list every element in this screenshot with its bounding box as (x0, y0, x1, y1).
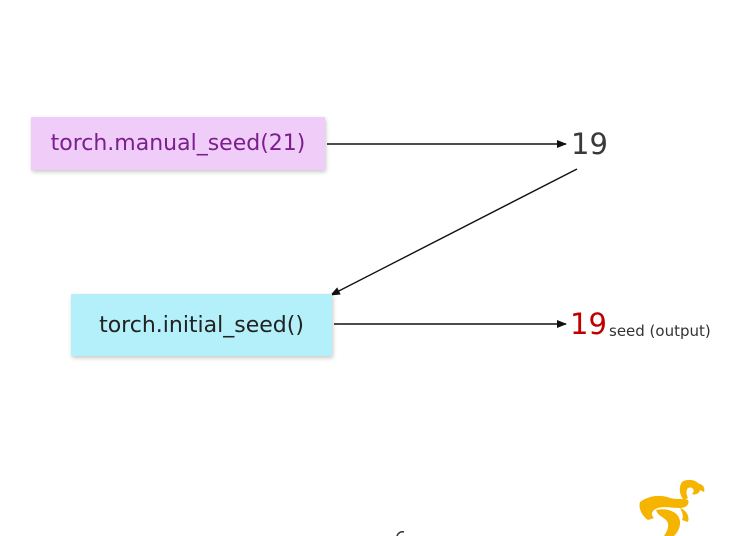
arrow-value-to-initial (330, 168, 578, 296)
manual-seed-label: torch.manual_seed(21) (50, 131, 306, 156)
mascot-logo-icon (639, 479, 705, 536)
manual-seed-box: torch.manual_seed(21) (31, 117, 325, 170)
seed-output-caption: seed (output) (609, 322, 711, 340)
initial-seed-label: torch.initial_seed() (99, 312, 304, 338)
initial-seed-box: torch.initial_seed() (71, 294, 332, 356)
partial-footer-mark (396, 531, 405, 536)
seed-value-top: 19 (571, 127, 608, 161)
seed-value-output: 19 (570, 307, 607, 341)
